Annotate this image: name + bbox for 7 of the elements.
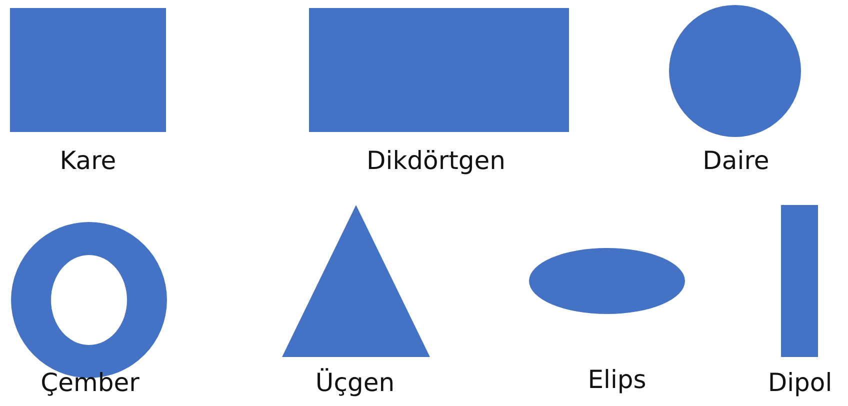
shape-label: Dipol (768, 368, 832, 398)
shape-label: Dikdörtgen (366, 146, 506, 176)
shape-label: Kare (60, 146, 116, 176)
shape-label: Daire (702, 146, 770, 176)
shape-label: Çember (40, 368, 140, 398)
shape-label: Üçgen (315, 368, 395, 398)
shape-label: Elips (588, 365, 646, 395)
